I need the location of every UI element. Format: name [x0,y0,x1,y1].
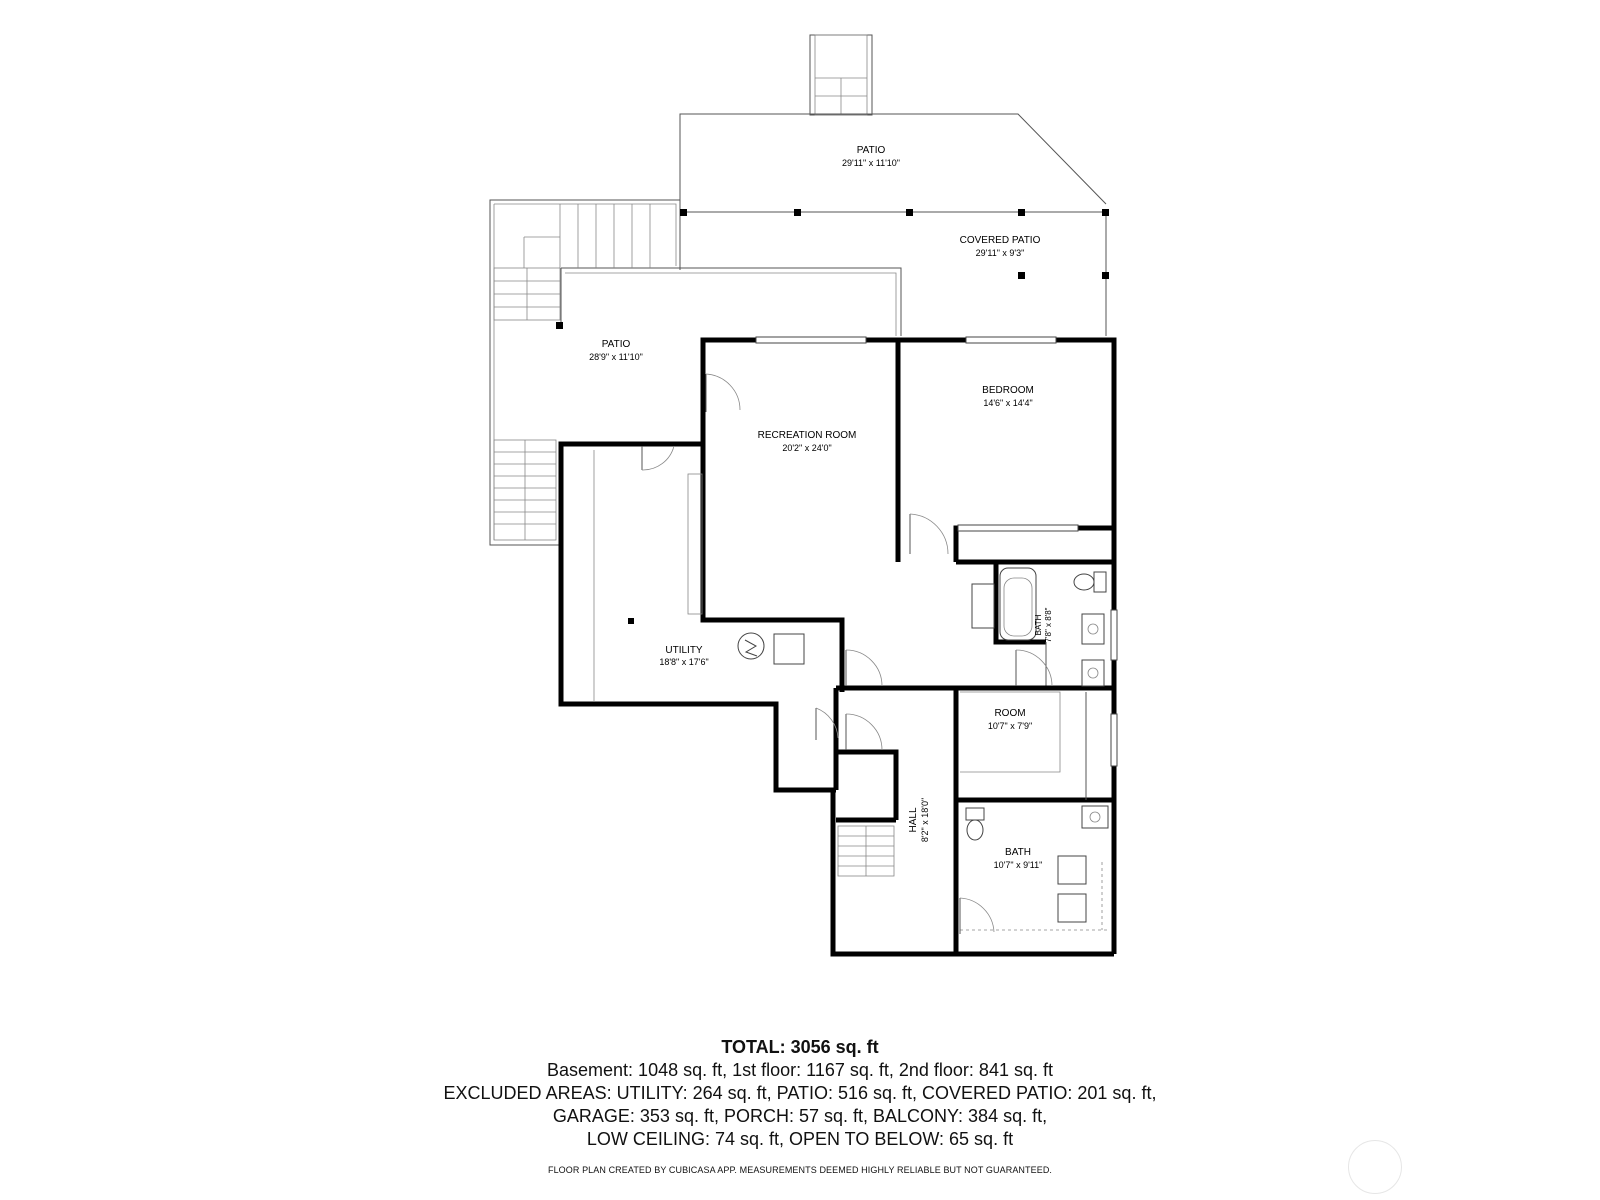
patio-posts [556,209,1109,624]
stair-icon [837,825,895,877]
room-name-recreation: RECREATION ROOM [758,430,857,441]
stair-icon [493,204,651,321]
room-dims-utility: 18'8" x 17'6" [659,657,708,667]
room-dims-patio-top: 29'11" x 11'10" [842,158,900,168]
room-name-bath-large: BATH [1005,847,1031,858]
disclaimer: FLOOR PLAN CREATED BY CUBICASA APP. MEAS… [547,1165,1053,1175]
room-name-covered-patio: COVERED PATIO [960,235,1041,246]
room-dims-bath-small: 7'8" x 8'8" [1044,607,1053,642]
total-area: TOTAL: 3056 sq. ft [721,1037,879,1057]
room-name-bath-small: BATH [1034,614,1043,635]
patio-top-outline [679,113,1107,336]
stair-icon [493,439,557,541]
room-name-bedroom: BEDROOM [982,385,1034,396]
floor-plan: PATIO 29'11" x 11'10" COVERED PATIO 29'1… [489,34,1118,957]
room-dims-patio-left: 28'9" x 11'10" [589,352,643,362]
room-name-utility: UTILITY [665,645,703,656]
sink-icon [971,583,1109,829]
room-dims-bedroom: 14'6" x 14'4" [983,398,1032,408]
room-name-room: ROOM [994,708,1025,719]
room-name-patio-left: PATIO [602,339,631,350]
bathtub-icon [999,567,1037,641]
room-dims-hall: 8'2" x 18'0" [920,798,930,842]
toilet-icon [965,571,1107,841]
room-name-hall: HALL [908,807,919,832]
excluded-areas-2: GARAGE: 353 sq. ft, PORCH: 57 sq. ft, BA… [552,1106,1048,1126]
windows [755,336,1118,767]
vanity-boxes [1057,855,1087,923]
watermark-icon [1348,1140,1402,1194]
floor-areas: Basement: 1048 sq. ft, 1st floor: 1167 s… [547,1060,1053,1080]
room-dims-recreation: 20'2" x 24'0" [782,443,831,453]
area-summary: TOTAL: 3056 sq. ft Basement: 1048 sq. ft… [0,1036,1600,1175]
interior-walls [700,340,1114,954]
room-dims-room: 10'7" x 7'9" [988,721,1032,731]
door-swing-icon [641,373,1053,934]
room-name-patio-top: PATIO [857,145,886,156]
excluded-areas: EXCLUDED AREAS: UTILITY: 264 sq. ft, PAT… [443,1083,1157,1103]
stair-icon [809,34,873,116]
excluded-areas-3: LOW CEILING: 74 sq. ft, OPEN TO BELOW: 6… [586,1129,1014,1149]
patio-left-outline [489,199,902,546]
water-heater-icon [737,632,805,665]
misc-lines [593,450,1108,931]
room-dims-covered-patio: 29'11" x 9'3" [976,248,1025,258]
room-dims-bath-large: 10'7" x 9'11" [994,860,1043,870]
